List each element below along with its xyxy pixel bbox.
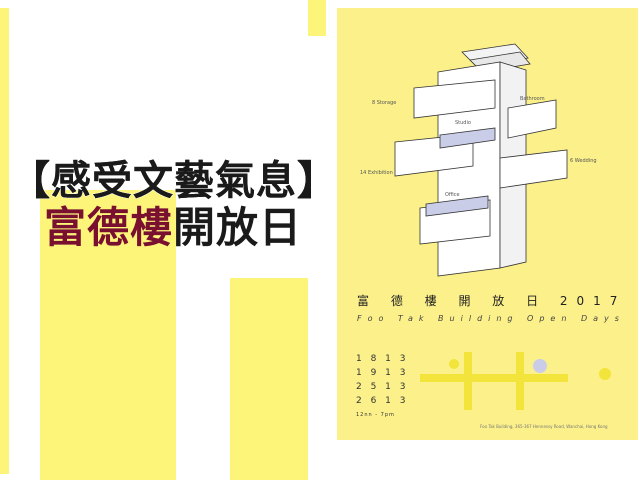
headline-open-day: 開放日 [173, 203, 303, 252]
event-dates: 1 8 1 3 1 9 1 3 2 5 1 3 2 6 1 3 12nn - 7… [356, 352, 409, 422]
headline: 【感受文藝氣息】 富德樓開放日 [10, 148, 338, 253]
event-date: 1 9 1 3 [356, 368, 409, 378]
event-time: 12nn - 7pm [356, 412, 395, 418]
event-date: 2 6 1 3 [356, 396, 409, 406]
headline-line1: 【感受文藝氣息】 [10, 158, 338, 205]
poster-subtitle: Foo Tak Building Open Days [357, 314, 625, 323]
poster-footer: Foo Tak Building, 365-367 Hennessy Road,… [480, 424, 608, 429]
drawer-label: 14 Exhibition [360, 170, 393, 176]
drawer-label: Bathroom [520, 96, 545, 102]
poster-title: 富 德 樓 開 放 日 2017 [357, 294, 627, 308]
decorative-bar-tall [40, 190, 176, 480]
headline-line2: 富德樓開放日 [44, 194, 302, 255]
drawer-label: 8 Storage [372, 100, 397, 106]
decorative-bar-top [308, 0, 326, 36]
drawer-label: Office [445, 192, 460, 198]
decorative-bar-mid [230, 278, 308, 480]
decorative-bar-left [0, 8, 9, 474]
drawer-label: Studio [455, 120, 471, 126]
drawer-label: 6 Wedding [570, 158, 597, 164]
event-date: 1 8 1 3 [356, 354, 409, 364]
event-date: 2 5 1 3 [356, 382, 409, 392]
headline-building-name: 富德樓 [44, 203, 174, 252]
